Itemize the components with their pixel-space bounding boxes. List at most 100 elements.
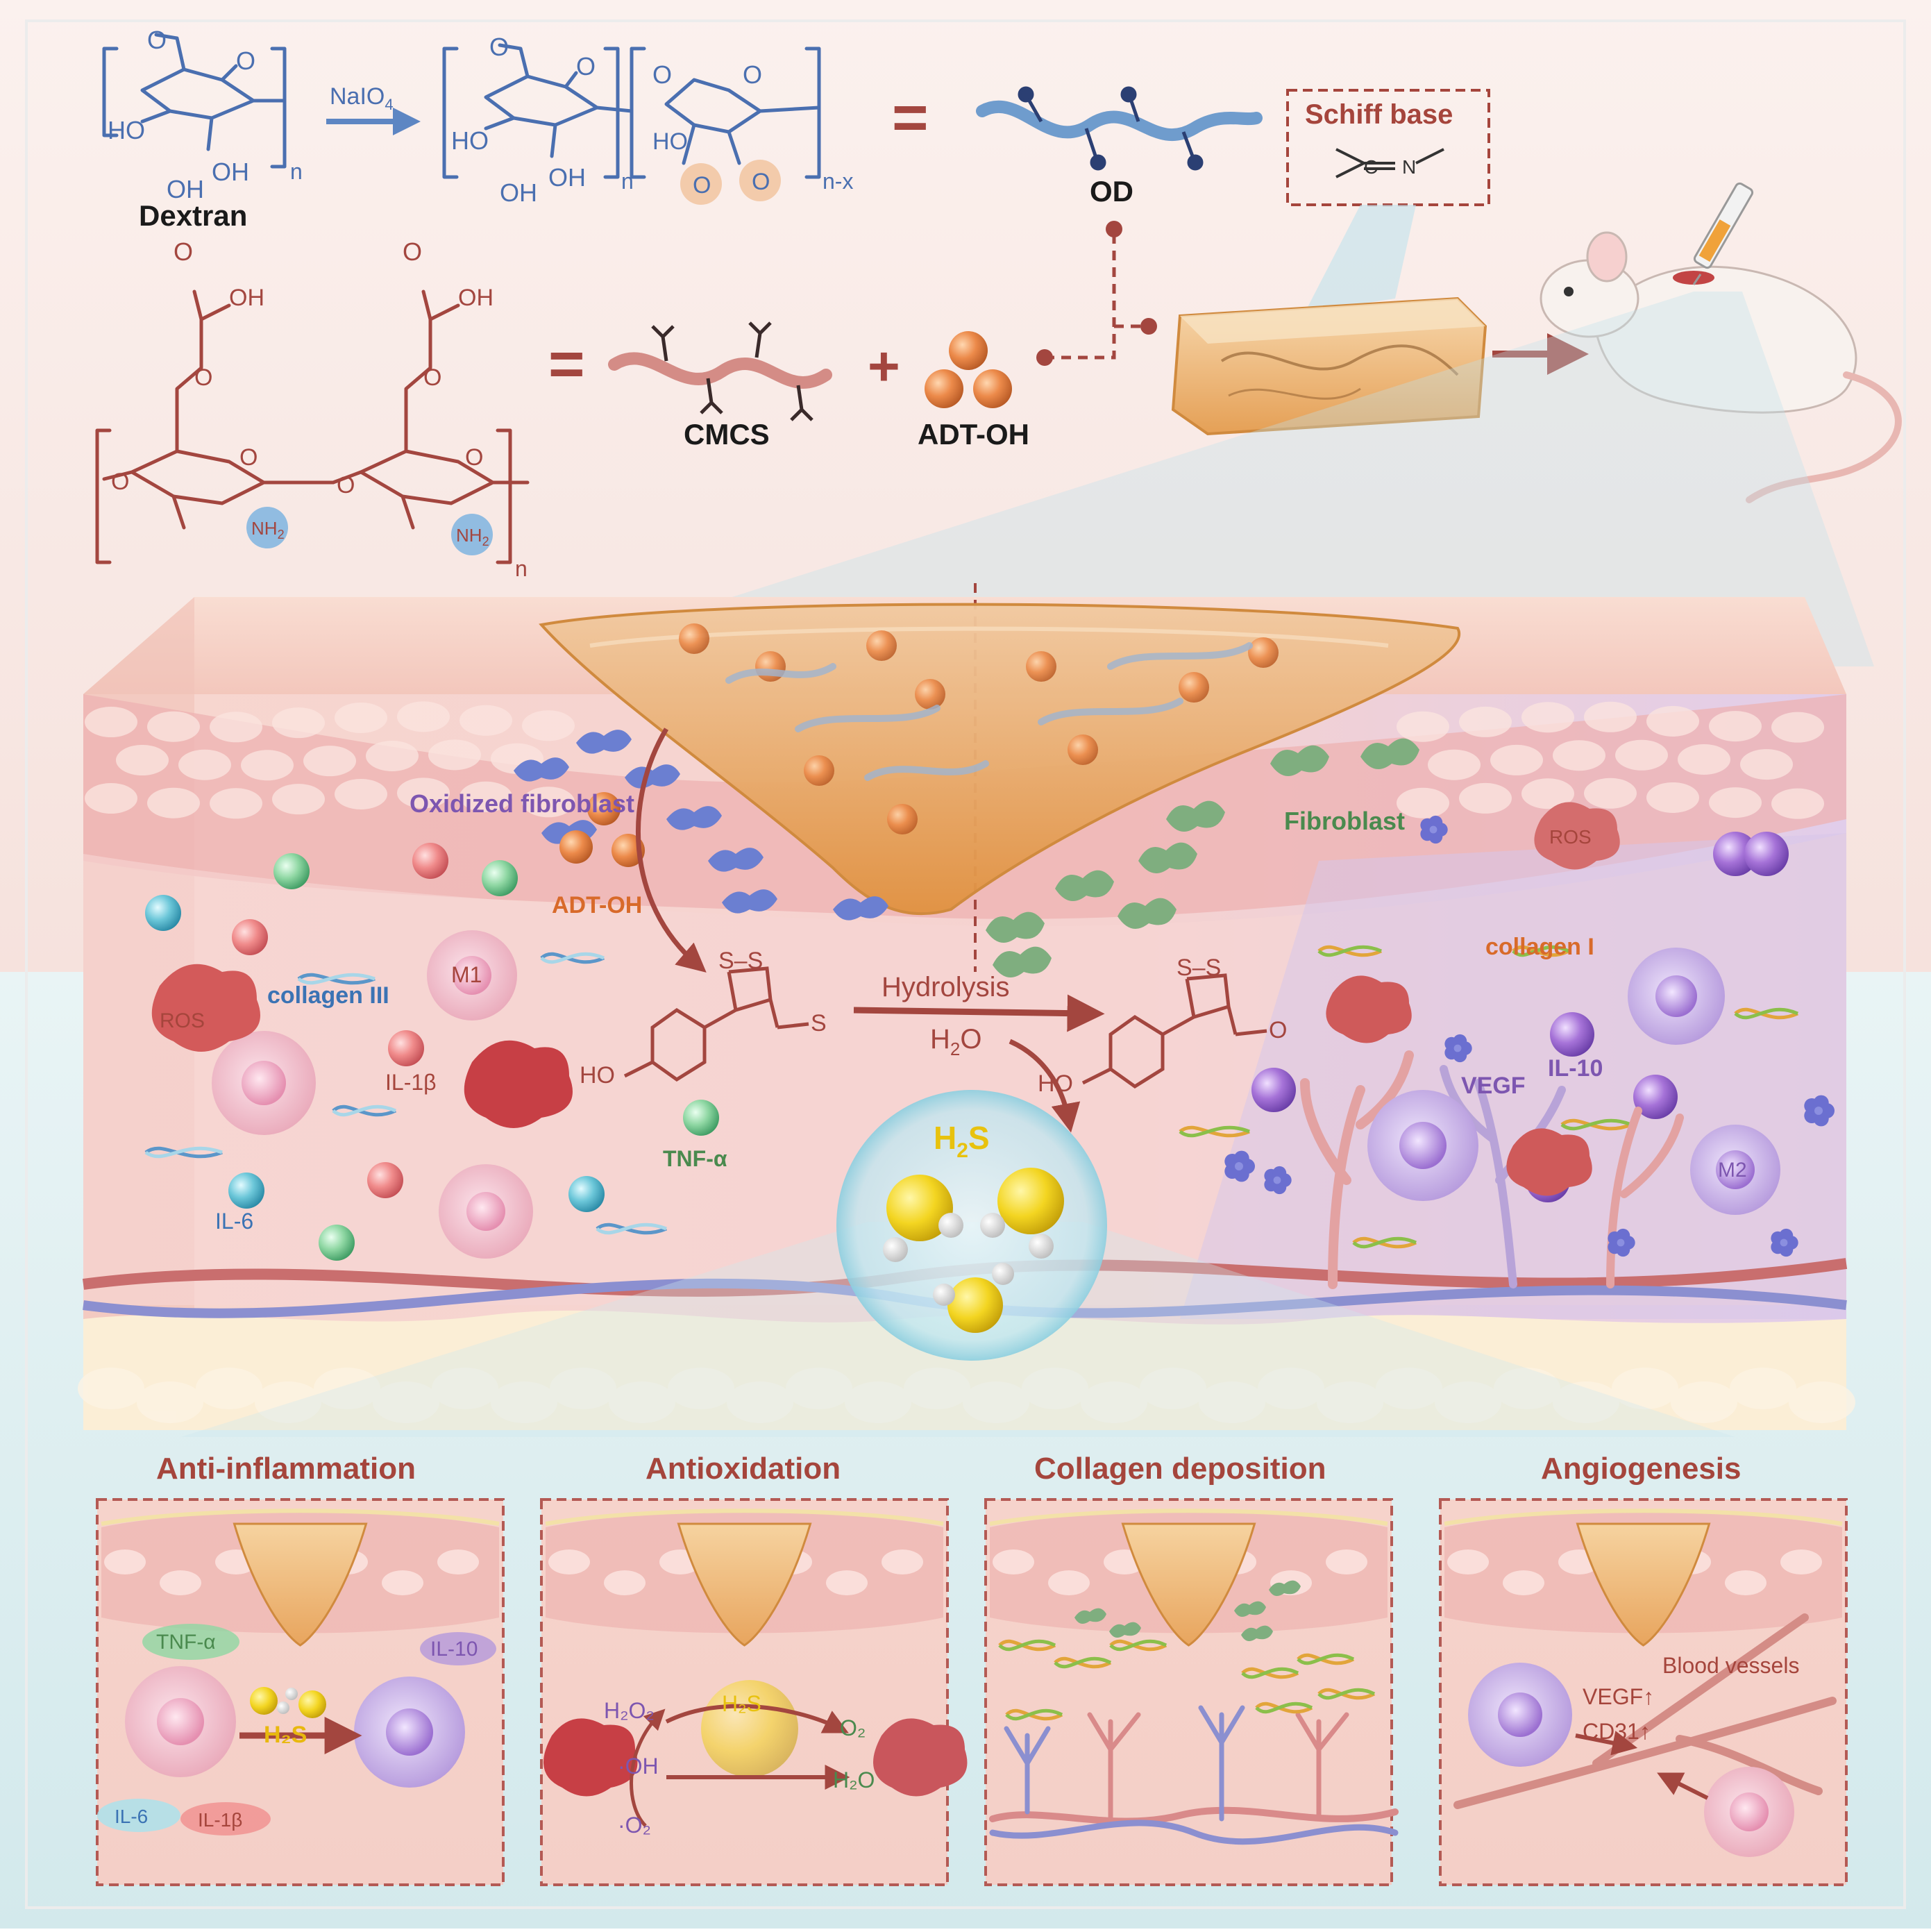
ros-blob-right bbox=[1534, 802, 1620, 870]
cytokine-sphere bbox=[228, 1173, 264, 1209]
equals-cmcs: = bbox=[548, 330, 585, 399]
aldehyde-highlight-1 bbox=[680, 163, 722, 205]
m2-macrophage-3 bbox=[1690, 1125, 1780, 1215]
fibroblast-cell bbox=[1166, 800, 1225, 832]
skin-cell bbox=[1646, 705, 1699, 737]
panel-skin-cell bbox=[826, 1570, 868, 1595]
cytokine-sphere bbox=[319, 1225, 355, 1261]
skin-cell bbox=[1646, 782, 1699, 813]
skin-cell bbox=[1678, 744, 1730, 775]
fat-cell bbox=[314, 1368, 380, 1409]
fat-cell bbox=[491, 1381, 557, 1423]
panel-mini-hydrogel bbox=[1121, 1522, 1256, 1647]
vegf-flower-center bbox=[1814, 1107, 1823, 1115]
collagen-strand bbox=[1317, 945, 1383, 957]
cmcs-n: n bbox=[515, 556, 528, 581]
m1-label: M1 bbox=[451, 962, 482, 987]
skin-cell bbox=[522, 787, 575, 818]
fat-cell bbox=[963, 1381, 1029, 1423]
fat-cell bbox=[255, 1381, 321, 1423]
panel-skin-cell bbox=[1326, 1549, 1367, 1574]
ox-dextran-ho1: HO bbox=[451, 126, 489, 155]
fat-cell bbox=[1199, 1381, 1265, 1423]
panel2-o2rad: ·O₂ bbox=[618, 1813, 651, 1838]
cmcs-polymer-chain bbox=[608, 321, 832, 421]
il10-sphere bbox=[1633, 1075, 1678, 1119]
gel-adt-sphere bbox=[1179, 672, 1209, 703]
oxidized-fibroblasts bbox=[514, 730, 888, 921]
il10-sphere bbox=[1713, 832, 1757, 876]
panel2-h2s: H₂S bbox=[722, 1691, 761, 1716]
gel-adt-sphere bbox=[866, 630, 897, 661]
vegf-flower-center bbox=[1617, 1238, 1625, 1247]
gel-adt-sphere bbox=[887, 804, 918, 834]
cytokine-sphere bbox=[145, 895, 181, 931]
nh2-highlight-2 bbox=[451, 514, 493, 555]
cmcs-o-ether1: O bbox=[194, 364, 212, 391]
vegf-flowers bbox=[1224, 815, 1835, 1257]
pink-macrophage-3 bbox=[439, 1164, 533, 1259]
cmcs-o-ring2: O bbox=[465, 444, 483, 471]
vegf-flower bbox=[1771, 1228, 1798, 1257]
vegf-flower bbox=[1444, 1034, 1472, 1063]
skin-cell bbox=[1553, 740, 1605, 771]
fibroblast-cell bbox=[986, 912, 1045, 943]
m2-label: M2 bbox=[1718, 1159, 1747, 1182]
fat-cell bbox=[845, 1381, 911, 1423]
fat-cell bbox=[904, 1368, 970, 1409]
schiff-base-title: Schiff base bbox=[1305, 99, 1453, 130]
panel-mini-hydrogel bbox=[233, 1522, 368, 1647]
gel-adt-sphere bbox=[755, 651, 786, 682]
panel1-il1b: IL-1β bbox=[198, 1809, 242, 1831]
collagen-strand bbox=[1512, 945, 1570, 957]
panel4-blood-vessels: Blood vessels bbox=[1662, 1653, 1799, 1678]
skin-cell bbox=[272, 707, 325, 739]
fat-cell bbox=[1317, 1381, 1383, 1423]
fat-cell bbox=[1435, 1381, 1501, 1423]
il1b-label: IL-1β bbox=[385, 1070, 437, 1095]
cmcs-structure bbox=[95, 289, 530, 564]
schiff-base-n: N bbox=[1402, 156, 1416, 178]
ox-dextran-o2: O bbox=[576, 52, 596, 81]
ox-dextran-o1: O bbox=[489, 33, 509, 61]
ros-blob-right-2 bbox=[1326, 975, 1412, 1043]
cmcs-oh-top2: OH bbox=[458, 285, 494, 311]
vegf-flower-petal bbox=[1616, 1228, 1630, 1243]
fibroblast-cell bbox=[1360, 738, 1419, 769]
gel-internal-particles bbox=[679, 623, 1279, 834]
cmcs-oh-top1: OH bbox=[229, 285, 264, 311]
vegf-flower-center bbox=[1453, 1044, 1462, 1052]
panel-title-antioxidation: Antioxidation bbox=[646, 1452, 841, 1486]
vegf-label: VEGF bbox=[1461, 1073, 1526, 1099]
adt-product-molecule bbox=[1081, 973, 1267, 1089]
pink-macrophage-2 bbox=[212, 1031, 316, 1135]
panel-title-anti-inflammation: Anti-inflammation bbox=[156, 1452, 416, 1486]
dextran-o-label: O bbox=[147, 26, 167, 54]
fat-cell bbox=[196, 1368, 262, 1409]
collagen-strand bbox=[144, 1146, 223, 1159]
ox-dextran-n: n bbox=[621, 169, 634, 194]
mouse-illustration bbox=[1540, 182, 1902, 503]
product-o: O bbox=[1269, 1017, 1287, 1043]
dextran-ho: HO bbox=[108, 116, 145, 144]
panel-fibroblast bbox=[1074, 1608, 1106, 1624]
adt-oh-wound-label: ADT-OH bbox=[552, 892, 642, 918]
dextran-n: n bbox=[290, 159, 303, 184]
gel-adt-sphere bbox=[915, 679, 945, 709]
panel-title-angiogenesis: Angiogenesis bbox=[1541, 1452, 1742, 1486]
panel1-il10: IL-10 bbox=[430, 1638, 478, 1661]
panel3-collagen bbox=[998, 1580, 1376, 1721]
ros-left-label: ROS bbox=[160, 1009, 205, 1032]
skin-cell bbox=[1771, 712, 1824, 743]
ox-dextran-o4: O bbox=[743, 60, 762, 89]
skin-cell bbox=[428, 739, 481, 771]
cmcs-nh2-1: NH2 bbox=[251, 518, 285, 541]
gel-to-adt-arrow bbox=[635, 728, 707, 973]
fat-cell bbox=[668, 1368, 734, 1409]
collagen-strand bbox=[540, 952, 605, 964]
cmcs-o-left: O bbox=[111, 469, 129, 495]
panel2-h2o2: H₂O₂ bbox=[604, 1698, 655, 1723]
skin-cell-pattern bbox=[78, 701, 1855, 1423]
panel-skin-cell bbox=[604, 1570, 646, 1595]
